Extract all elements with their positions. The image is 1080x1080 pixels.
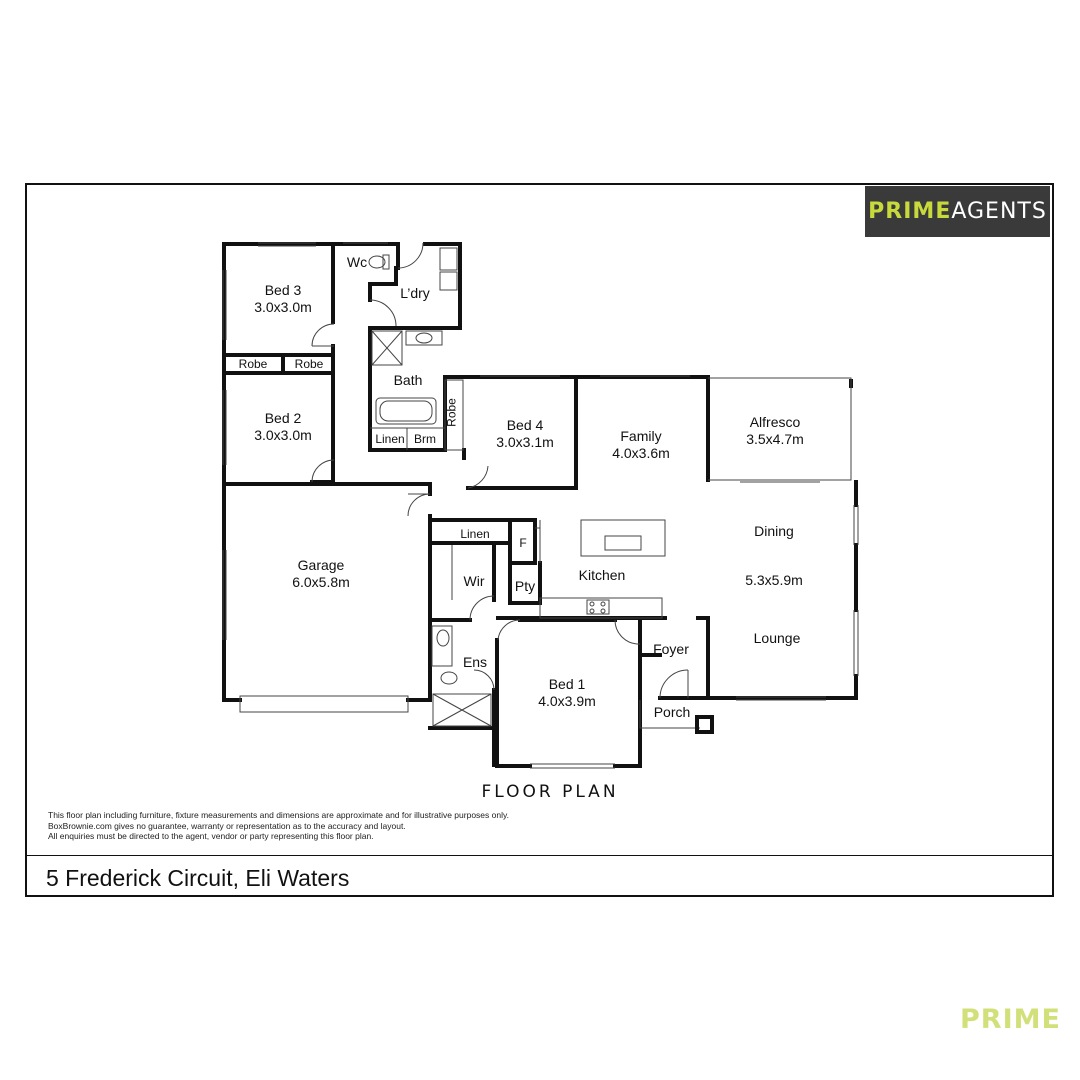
- room-bed3: Bed 3 3.0x3.0m: [238, 282, 328, 316]
- wall-linen-hall: [428, 518, 512, 545]
- disclaimer: This floor plan including furniture, fix…: [48, 810, 509, 842]
- disclaimer-line: This floor plan including furniture, fix…: [48, 810, 509, 820]
- laundry-machine: [439, 271, 458, 291]
- door-ldry: [369, 299, 397, 327]
- room-ens-name: Ens: [462, 654, 488, 670]
- room-alfresco-size: 3.5x4.7m: [746, 431, 804, 447]
- room-family: Family 4.0x3.6m: [596, 428, 686, 462]
- room-fridge-name: F: [519, 536, 527, 550]
- door-wir: [469, 595, 495, 621]
- bathtub: [375, 397, 437, 425]
- porch-outline: [639, 700, 700, 729]
- room-bed1-size: 4.0x3.9m: [538, 693, 596, 709]
- ens-toilet: [440, 671, 458, 685]
- kitchen-island: [580, 519, 666, 557]
- room-family-size: 4.0x3.6m: [612, 445, 670, 461]
- vanity-bath: [405, 330, 443, 346]
- room-bed4-size: 3.0x3.1m: [496, 434, 554, 450]
- alfresco-outline: [708, 377, 852, 481]
- wall-bed4-top: [443, 375, 578, 490]
- room-kitchen-name: Kitchen: [578, 567, 626, 583]
- door-front: [659, 669, 689, 699]
- room-linen-bath-name: Linen: [375, 432, 405, 446]
- wall-pty: [508, 561, 542, 605]
- door-garage: [407, 493, 431, 517]
- room-wc-name: Wc: [346, 254, 368, 270]
- room-robe-b-name: Robe: [294, 357, 324, 371]
- room-bed2: Bed 2 3.0x3.0m: [238, 410, 328, 444]
- disclaimer-line: BoxBrownie.com gives no guarantee, warra…: [48, 820, 406, 831]
- room-porch-name: Porch: [653, 704, 691, 720]
- wall-bed1-left: [495, 638, 532, 768]
- room-bed1: Bed 1 4.0x3.9m: [522, 676, 612, 710]
- door-bed2: [311, 459, 335, 483]
- room-foyer-name: Foyer: [653, 641, 689, 657]
- room-lounge-name: Lounge: [753, 630, 801, 646]
- wall-bed1-bottom: [613, 618, 642, 768]
- room-bed3-size: 3.0x3.0m: [254, 299, 312, 315]
- floorplan-frame: [25, 183, 1054, 897]
- floor-plan-title: FLOOR PLAN: [481, 782, 619, 802]
- room-bed3-name: Bed 3: [264, 282, 302, 298]
- robe-bed4: [444, 379, 464, 451]
- garage-door: [239, 695, 409, 713]
- wall-ldry-outer: [423, 242, 462, 330]
- shower-bath: [371, 330, 403, 366]
- porch-post: [695, 715, 714, 734]
- logo-bold-text: PRIME: [868, 199, 952, 224]
- room-dining-size: 5.3x5.9m: [745, 572, 803, 588]
- toilet-wc: [368, 255, 386, 269]
- property-address: 5 Frederick Circuit, Eli Waters: [46, 865, 350, 891]
- ens-basin: [436, 629, 450, 647]
- room-bed2-name: Bed 2: [264, 410, 302, 426]
- door-bed3: [311, 323, 335, 347]
- logo-light-text: AGENTS: [951, 199, 1047, 224]
- wall-family-top: [574, 375, 710, 482]
- room-family-name: Family: [620, 428, 662, 444]
- room-robe-bed4-name: Robe: [444, 398, 459, 427]
- room-bed1-name: Bed 1: [548, 676, 586, 692]
- room-garage: Garage 6.0x5.8m: [276, 557, 366, 591]
- room-bed2-size: 3.0x3.0m: [254, 427, 312, 443]
- wall-garage-top: [222, 482, 432, 496]
- room-garage-name: Garage: [297, 557, 345, 573]
- wall-fridge: [508, 518, 537, 565]
- kitchen-bench: [539, 597, 663, 619]
- room-ldry-name: L’dry: [400, 285, 430, 301]
- room-bed4-name: Bed 4: [506, 417, 544, 433]
- door-bed1: [497, 619, 521, 641]
- room-bed4: Bed 4 3.0x3.1m: [480, 417, 570, 451]
- room-wir-name: Wir: [463, 573, 485, 589]
- room-alfresco-name: Alfresco: [749, 414, 801, 430]
- footer-divider: [27, 855, 1052, 856]
- disclaimer-line: All enquiries must be directed to the ag…: [48, 831, 374, 841]
- room-bath-name: Bath: [393, 372, 423, 388]
- room-robe-a-name: Robe: [238, 357, 268, 371]
- wall-wc-top: [331, 242, 400, 270]
- wall-dining-right-low: [706, 674, 858, 700]
- room-alfresco: Alfresco 3.5x4.7m: [730, 414, 820, 448]
- door-bed4: [467, 465, 489, 489]
- room-pty-name: Pty: [514, 578, 536, 594]
- room-linen-hall-name: Linen: [460, 527, 490, 541]
- room-garage-size: 6.0x5.8m: [292, 574, 350, 590]
- door-ens: [473, 669, 495, 691]
- room-dining-name: Dining: [754, 523, 794, 539]
- cooktop: [586, 599, 610, 615]
- wall-bed3-outer: [222, 242, 242, 702]
- wall-garage-right: [406, 514, 432, 702]
- room-brm-name: Brm: [414, 432, 436, 446]
- kitchen-sink: [604, 535, 642, 551]
- ens-shower: [432, 693, 492, 727]
- prime-brand-mark: PRIME: [960, 1004, 1061, 1035]
- laundry-tub: [439, 247, 458, 271]
- door-wc: [397, 242, 424, 269]
- door-foyer: [614, 619, 641, 645]
- wall-ldry-inner: [368, 266, 398, 286]
